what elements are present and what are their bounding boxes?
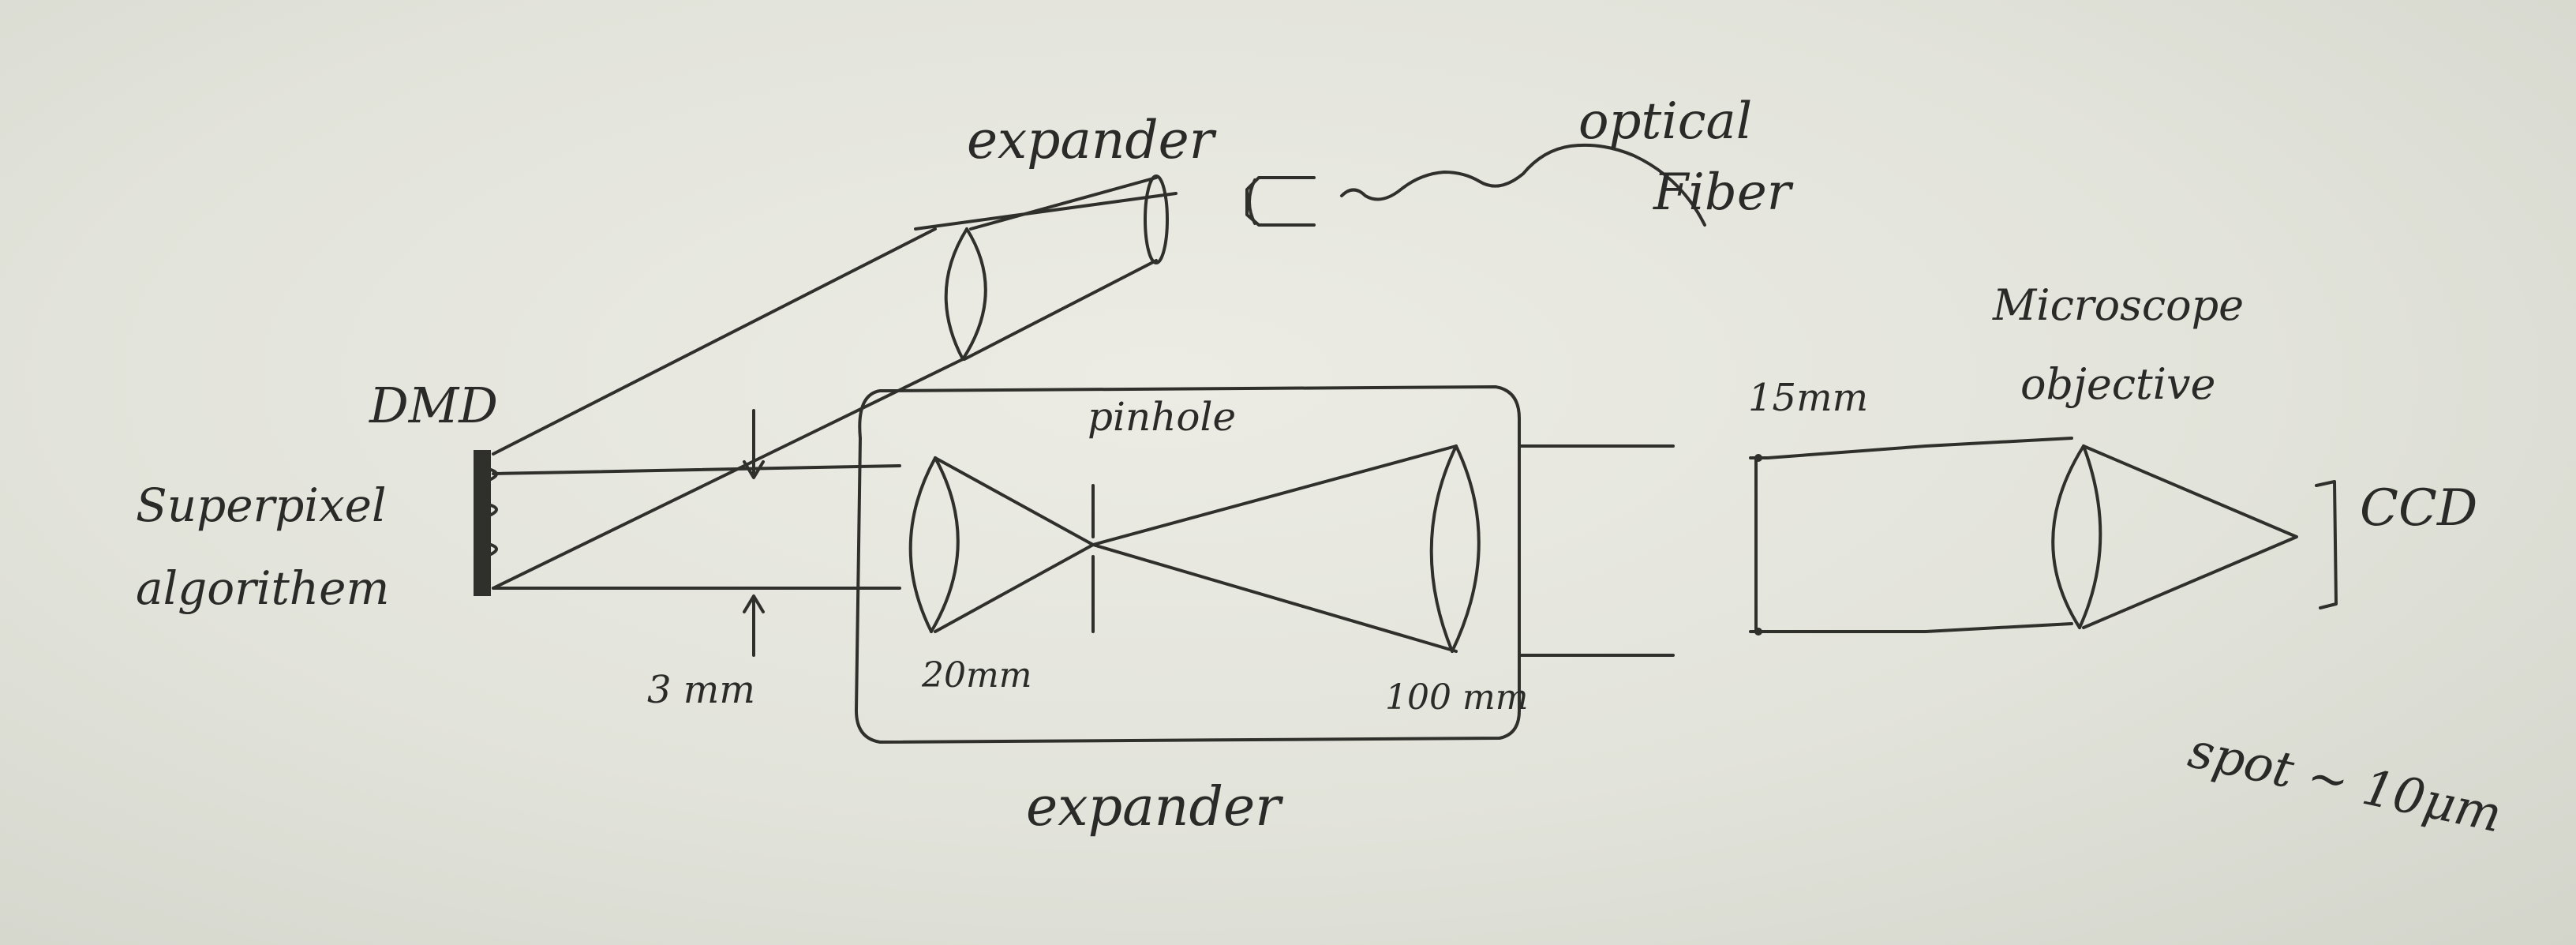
algorithm-label: algorithem: [136, 561, 389, 615]
top-expander-large-lens: [944, 227, 987, 361]
microscope-objective: [2051, 444, 2102, 629]
beam-size-arrow-top: [743, 409, 765, 479]
ccd-sensor: [2315, 480, 2338, 609]
focusing-rays: [934, 444, 1458, 653]
top-expander-label: expander: [967, 110, 1217, 171]
optical-fiber: [1340, 143, 1706, 227]
dmd-output-beam: [492, 464, 901, 590]
top-expander-beam: [914, 176, 1178, 361]
expanded-beam: [1518, 444, 1675, 657]
optical-label: optical: [1578, 92, 1752, 151]
top-expander-small-lens: [1144, 174, 1169, 264]
lens-20mm-label: 20mm: [921, 655, 1032, 696]
illumination-rays: [492, 227, 964, 590]
objective-focus-rays: [2082, 444, 2298, 629]
beam-width-label: 15mm: [1748, 376, 1868, 420]
fiber-coupler: [1245, 176, 1316, 227]
microscope-label: Microscope: [1992, 280, 2244, 330]
lens-100mm-label: 100 mm: [1385, 677, 1528, 718]
pinhole-label: pinhole: [1088, 394, 1236, 440]
lens-100mm: [1429, 444, 1481, 653]
superpixel-label: Superpixel: [136, 478, 387, 532]
fiber-label: Fiber: [1653, 163, 1794, 222]
ccd-label: CCD: [2360, 479, 2477, 538]
beam-size-arrow-bottom: [743, 594, 765, 657]
expander-box: [855, 385, 1521, 744]
beam-to-objective: [1766, 437, 2073, 633]
objective-label: objective: [2020, 359, 2215, 409]
dmd-label: DMD: [369, 377, 498, 434]
beam-width-marker: [1749, 454, 1769, 636]
dmd-device: [474, 450, 498, 596]
lens-20mm: [908, 456, 960, 633]
beam-size-label: 3 mm: [647, 668, 755, 712]
expander-bottom-label: expander: [1026, 776, 1283, 838]
spot-size-label: spot ~ 10μm: [2184, 721, 2507, 843]
